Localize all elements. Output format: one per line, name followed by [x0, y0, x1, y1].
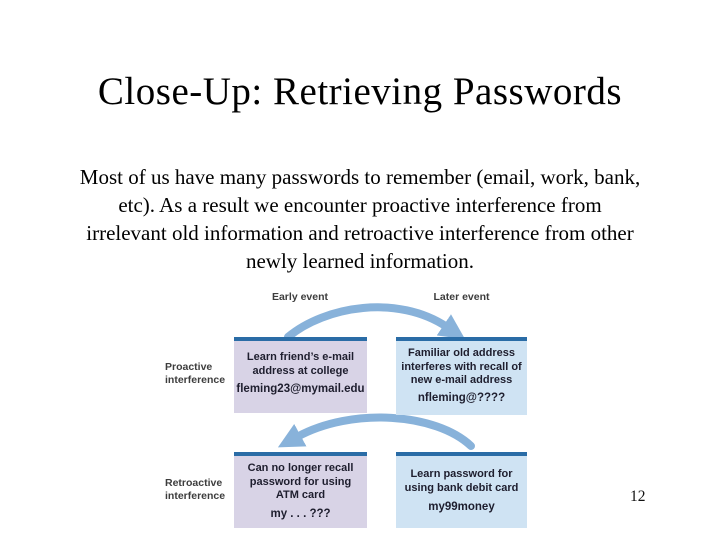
box-detail: my . . . ??? — [270, 507, 331, 520]
box-learn-bank-password: Learn password for using bank debit card… — [396, 452, 527, 528]
interference-diagram: Early event Later event Proactive interf… — [0, 280, 720, 540]
box-cannot-recall-atm-password: Can no longer recall password for using … — [234, 452, 367, 528]
later-event-label: Later event — [433, 291, 490, 303]
box-text: Can no longer recall password for using … — [247, 462, 354, 501]
box-detail: nfleming@???? — [417, 391, 506, 404]
retroactive-interference-label: Retroactive interference — [165, 477, 226, 502]
slide-body-text: Most of us have many passwords to rememb… — [79, 165, 641, 273]
box-detail: my99money — [428, 501, 495, 513]
early-event-label: Early event — [271, 291, 329, 303]
box-text: Learn password for using bank debit card — [404, 468, 519, 494]
box-familiar-address-interferes: Familiar old address interferes with rec… — [396, 337, 527, 415]
page-number: 12 — [630, 488, 646, 505]
box-learn-email-address: Learn friend’s e-mail address at college… — [234, 337, 367, 413]
box-detail: fleming23@mymail.edu — [236, 383, 365, 395]
box-text: Learn friend’s e-mail address at college — [246, 351, 355, 377]
proactive-arrow — [284, 303, 466, 341]
slide-title: Close-Up: Retrieving Passwords — [97, 70, 623, 113]
box-text: Familiar old address interferes with rec… — [401, 347, 522, 386]
proactive-interference-label: Proactive interference — [165, 361, 226, 386]
retroactive-arrow — [277, 413, 475, 450]
